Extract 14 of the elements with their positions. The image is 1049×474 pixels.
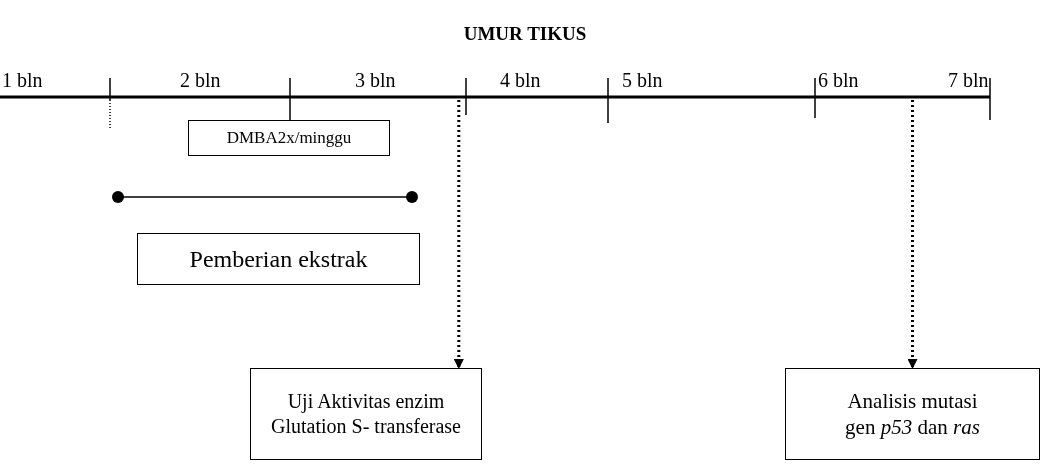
- month-label: 7 bln: [948, 70, 989, 90]
- month-label: 3 bln: [355, 70, 396, 90]
- process-box: Analisis mutasi gen p53 dan ras: [785, 368, 1040, 460]
- month-label: 6 bln: [818, 70, 859, 90]
- arrow: [907, 100, 918, 369]
- process-box: Uji Aktivitas enzim Glutation S- transferase: [250, 368, 482, 460]
- month-label: 2 bln: [180, 70, 221, 90]
- month-label: 5 bln: [622, 70, 663, 90]
- arrow: [453, 100, 464, 369]
- month-label: 4 bln: [500, 70, 541, 90]
- process-box: DMBA2x/minggu: [188, 120, 390, 156]
- process-box: Pemberian ekstrak: [137, 233, 420, 285]
- title: UMUR TIKUS: [462, 22, 588, 46]
- month-label: 1 bln: [2, 70, 43, 90]
